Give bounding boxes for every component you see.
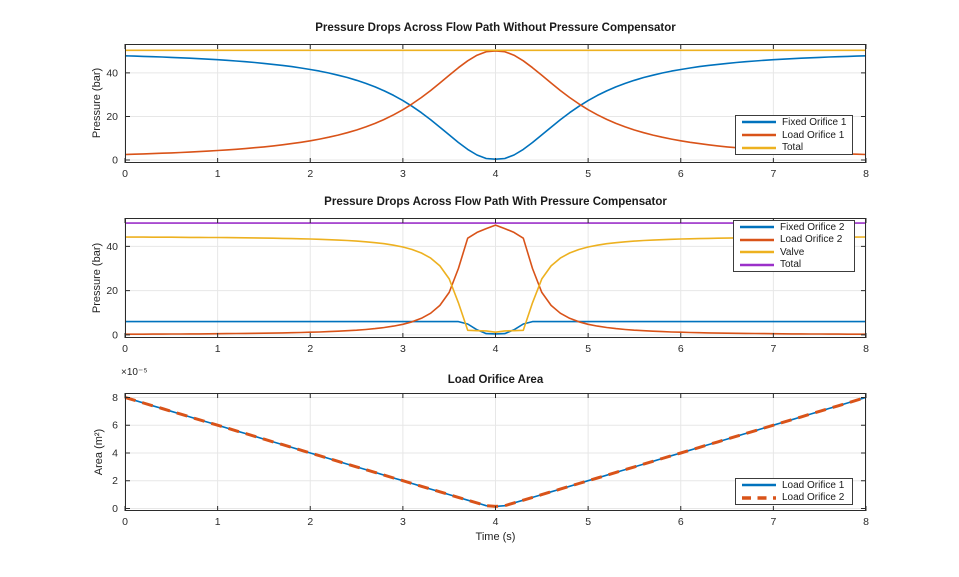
tick-marks	[124, 218, 867, 338]
x-tick-label: 4	[493, 516, 499, 528]
x-tick-label: 4	[493, 343, 499, 355]
legend-item-load-orifice-1[interactable]: Load Orifice 1	[736, 479, 852, 492]
x-tick-label: 2	[307, 343, 313, 355]
legend-line-sample-load-orifice-1	[742, 484, 776, 487]
legend-line-sample-load-orifice-2	[742, 496, 776, 500]
legend-line-sample-fixed-orifice-1	[742, 121, 776, 124]
legend-line-sample-load-orifice-2	[740, 238, 774, 241]
x-tick-label: 7	[770, 516, 776, 528]
y-tick-label: 40	[106, 241, 118, 253]
x-tick-label: 0	[122, 168, 128, 180]
x-tick-label: 8	[863, 516, 869, 528]
y-tick-label: 0	[112, 154, 118, 166]
y-tick-label: 6	[112, 420, 118, 432]
legend-item-total[interactable]: Total	[734, 259, 854, 272]
x-tick-label: 8	[863, 168, 869, 180]
chart2-title: Pressure Drops Across Flow Path With Pre…	[324, 196, 667, 208]
legend-line-sample-total	[740, 263, 774, 266]
x-tick-label: 7	[770, 343, 776, 355]
x-tick-label: 1	[215, 516, 221, 528]
x-tick-label: 2	[307, 168, 313, 180]
legend-item-total[interactable]: Total	[736, 141, 852, 154]
y-tick-label: 4	[112, 447, 118, 459]
legend-label: Load Orifice 1	[782, 129, 845, 141]
axes-chart1: 0 1 2 3 4 5 6 7 8 0 20 40	[106, 44, 869, 180]
x-tick-label: 6	[678, 516, 684, 528]
chart1-title: Pressure Drops Across Flow Path Without …	[315, 22, 676, 34]
legend-label: Load Orifice 1	[782, 479, 845, 491]
axes-chart3: 0 1 2 3 4 5 6 7 8 0 2 4 6 8	[112, 392, 869, 528]
x-tick-label: 3	[400, 168, 406, 180]
legend-label: Load Orifice 2	[782, 492, 845, 504]
legend-label: Load Orifice 2	[780, 234, 843, 246]
x-tick-label: 6	[678, 168, 684, 180]
x-tick-label: 1	[215, 168, 221, 180]
chart3-ylabel: Area (m²)	[93, 428, 105, 476]
x-tick-label: 2	[307, 516, 313, 528]
y-tick-label: 20	[106, 111, 118, 123]
chart3-title: Load Orifice Area	[447, 374, 544, 386]
x-tick-label: 5	[585, 343, 591, 355]
chart3-y-axis-exponent-label: ×10⁻⁵	[121, 367, 148, 378]
legend-item-fixed-orifice-2[interactable]: Fixed Orifice 2	[734, 221, 854, 234]
x-tick-label: 5	[585, 516, 591, 528]
legend-item-valve[interactable]: Valve	[734, 246, 854, 259]
x-tick-label: 3	[400, 343, 406, 355]
legend-label: Fixed Orifice 2	[780, 221, 845, 233]
x-tick-label: 0	[122, 343, 128, 355]
chart1-ylabel: Pressure (bar)	[91, 67, 103, 139]
series-line-load-orifice-2	[125, 224, 866, 336]
x-tick-label: 4	[493, 168, 499, 180]
legend-line-sample-fixed-orifice-2	[740, 226, 774, 229]
y-tick-label: 8	[112, 392, 118, 404]
y-tick-label: 40	[106, 67, 118, 79]
x-tick-label: 6	[678, 343, 684, 355]
chart2-ylabel: Pressure (bar)	[91, 242, 103, 314]
legend-item-load-orifice-2[interactable]: Load Orifice 2	[736, 492, 852, 505]
legend-label: Valve	[780, 246, 805, 258]
legend-label: Total	[780, 259, 802, 271]
legend-line-sample-total	[742, 146, 776, 149]
chart3-xlabel: Time (s)	[475, 531, 516, 543]
y-tick-label: 2	[112, 475, 118, 487]
x-tick-label: 8	[863, 343, 869, 355]
legend-line-sample-valve	[740, 251, 774, 254]
legend-label: Fixed Orifice 1	[782, 116, 847, 128]
legend-label: Total	[782, 142, 804, 154]
x-tick-label: 0	[122, 516, 128, 528]
legend-item-load-orifice-2[interactable]: Load Orifice 2	[734, 234, 854, 247]
legend-line-sample-load-orifice-1	[742, 133, 776, 137]
legend-item-load-orifice-1[interactable]: Load Orifice 1	[736, 129, 852, 142]
legend-item-fixed-orifice-1[interactable]: Fixed Orifice 1	[736, 116, 852, 129]
y-tick-label: 20	[106, 285, 118, 297]
x-tick-label: 5	[585, 168, 591, 180]
tick-marks	[124, 44, 867, 163]
x-tick-label: 3	[400, 516, 406, 528]
tick-marks	[124, 393, 867, 511]
x-tick-label: 7	[770, 168, 776, 180]
x-tick-label: 1	[215, 343, 221, 355]
y-tick-label: 0	[112, 329, 118, 341]
y-tick-label: 0	[112, 503, 118, 515]
